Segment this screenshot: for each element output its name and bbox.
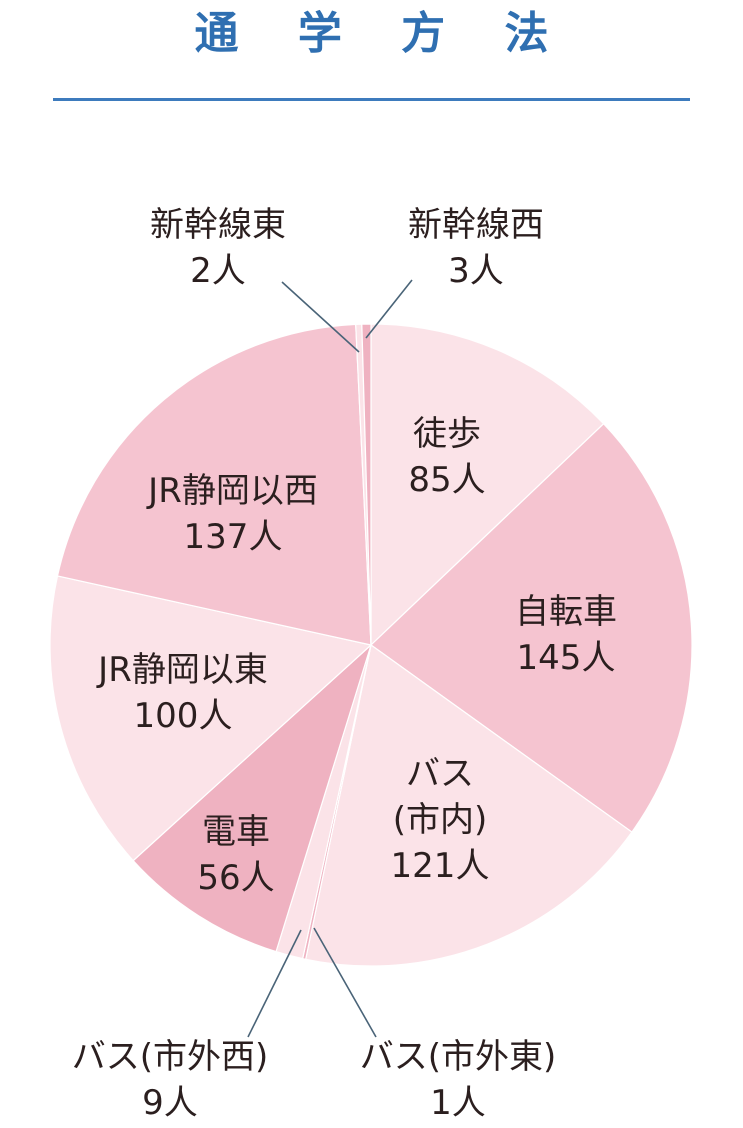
pie-slices [49,323,693,967]
slice-label-line: 電車 [202,812,270,852]
leader-line [247,929,302,1038]
slice-label-line: (市内) [393,800,488,840]
slice-label-line: JR静岡以西 [146,471,318,511]
slice-label: 徒歩 85人 [408,414,485,500]
pie-slice [370,323,605,647]
slice-label-line: 121人 [391,846,490,886]
leader-line [281,281,360,353]
leader-line [313,927,377,1038]
slice-label-line: 新幹線東 [150,205,286,245]
page-title: 通 学 方 法 [194,8,571,59]
slice-label: JR静岡以西 137人 [146,471,318,557]
slice-label: バス(市外西) 9人 [72,1037,269,1123]
slice-label-line: 2人 [190,251,246,291]
slice-label-line: 85人 [408,460,485,500]
slice-label-line: バス [406,754,474,794]
slice-label: 自転車 145人 [515,592,617,678]
title-rule [53,98,690,101]
slice-label-line: 1人 [430,1083,486,1123]
pie-slice [361,323,372,646]
slice-label-line: 徒歩 [413,414,481,454]
slice-label-line: 9人 [142,1083,198,1123]
slice-label: 新幹線西 3人 [408,205,544,291]
leader-lines [247,279,413,1038]
pie-slice [370,422,693,833]
leader-line [365,279,413,339]
slice-label-line: バス(市外東) [360,1037,557,1077]
pie-slice [132,643,373,953]
slice-label-line: バス(市外西) [72,1037,269,1077]
slice-label-line: JR静岡以東 [96,650,268,690]
slice-label: バス (市内) 121人 [391,754,490,886]
pie-slice [304,643,633,967]
slice-label-line: 100人 [134,696,233,736]
slice-label: 電車 56人 [197,812,274,898]
pie-slice [56,323,372,646]
slice-label: バス(市外東) 1人 [360,1037,557,1123]
slice-label-line: 新幹線西 [408,205,544,245]
pie-slice [49,575,373,862]
slice-label: JR静岡以東 100人 [96,650,268,736]
slice-label: 新幹線東 2人 [150,205,286,291]
slice-label-line: 3人 [448,251,504,291]
slice-label-line: 自転車 [515,592,617,632]
slice-label-line: 145人 [517,638,616,678]
slice-label-line: 56人 [197,858,274,898]
slice-label-line: 137人 [184,517,283,557]
